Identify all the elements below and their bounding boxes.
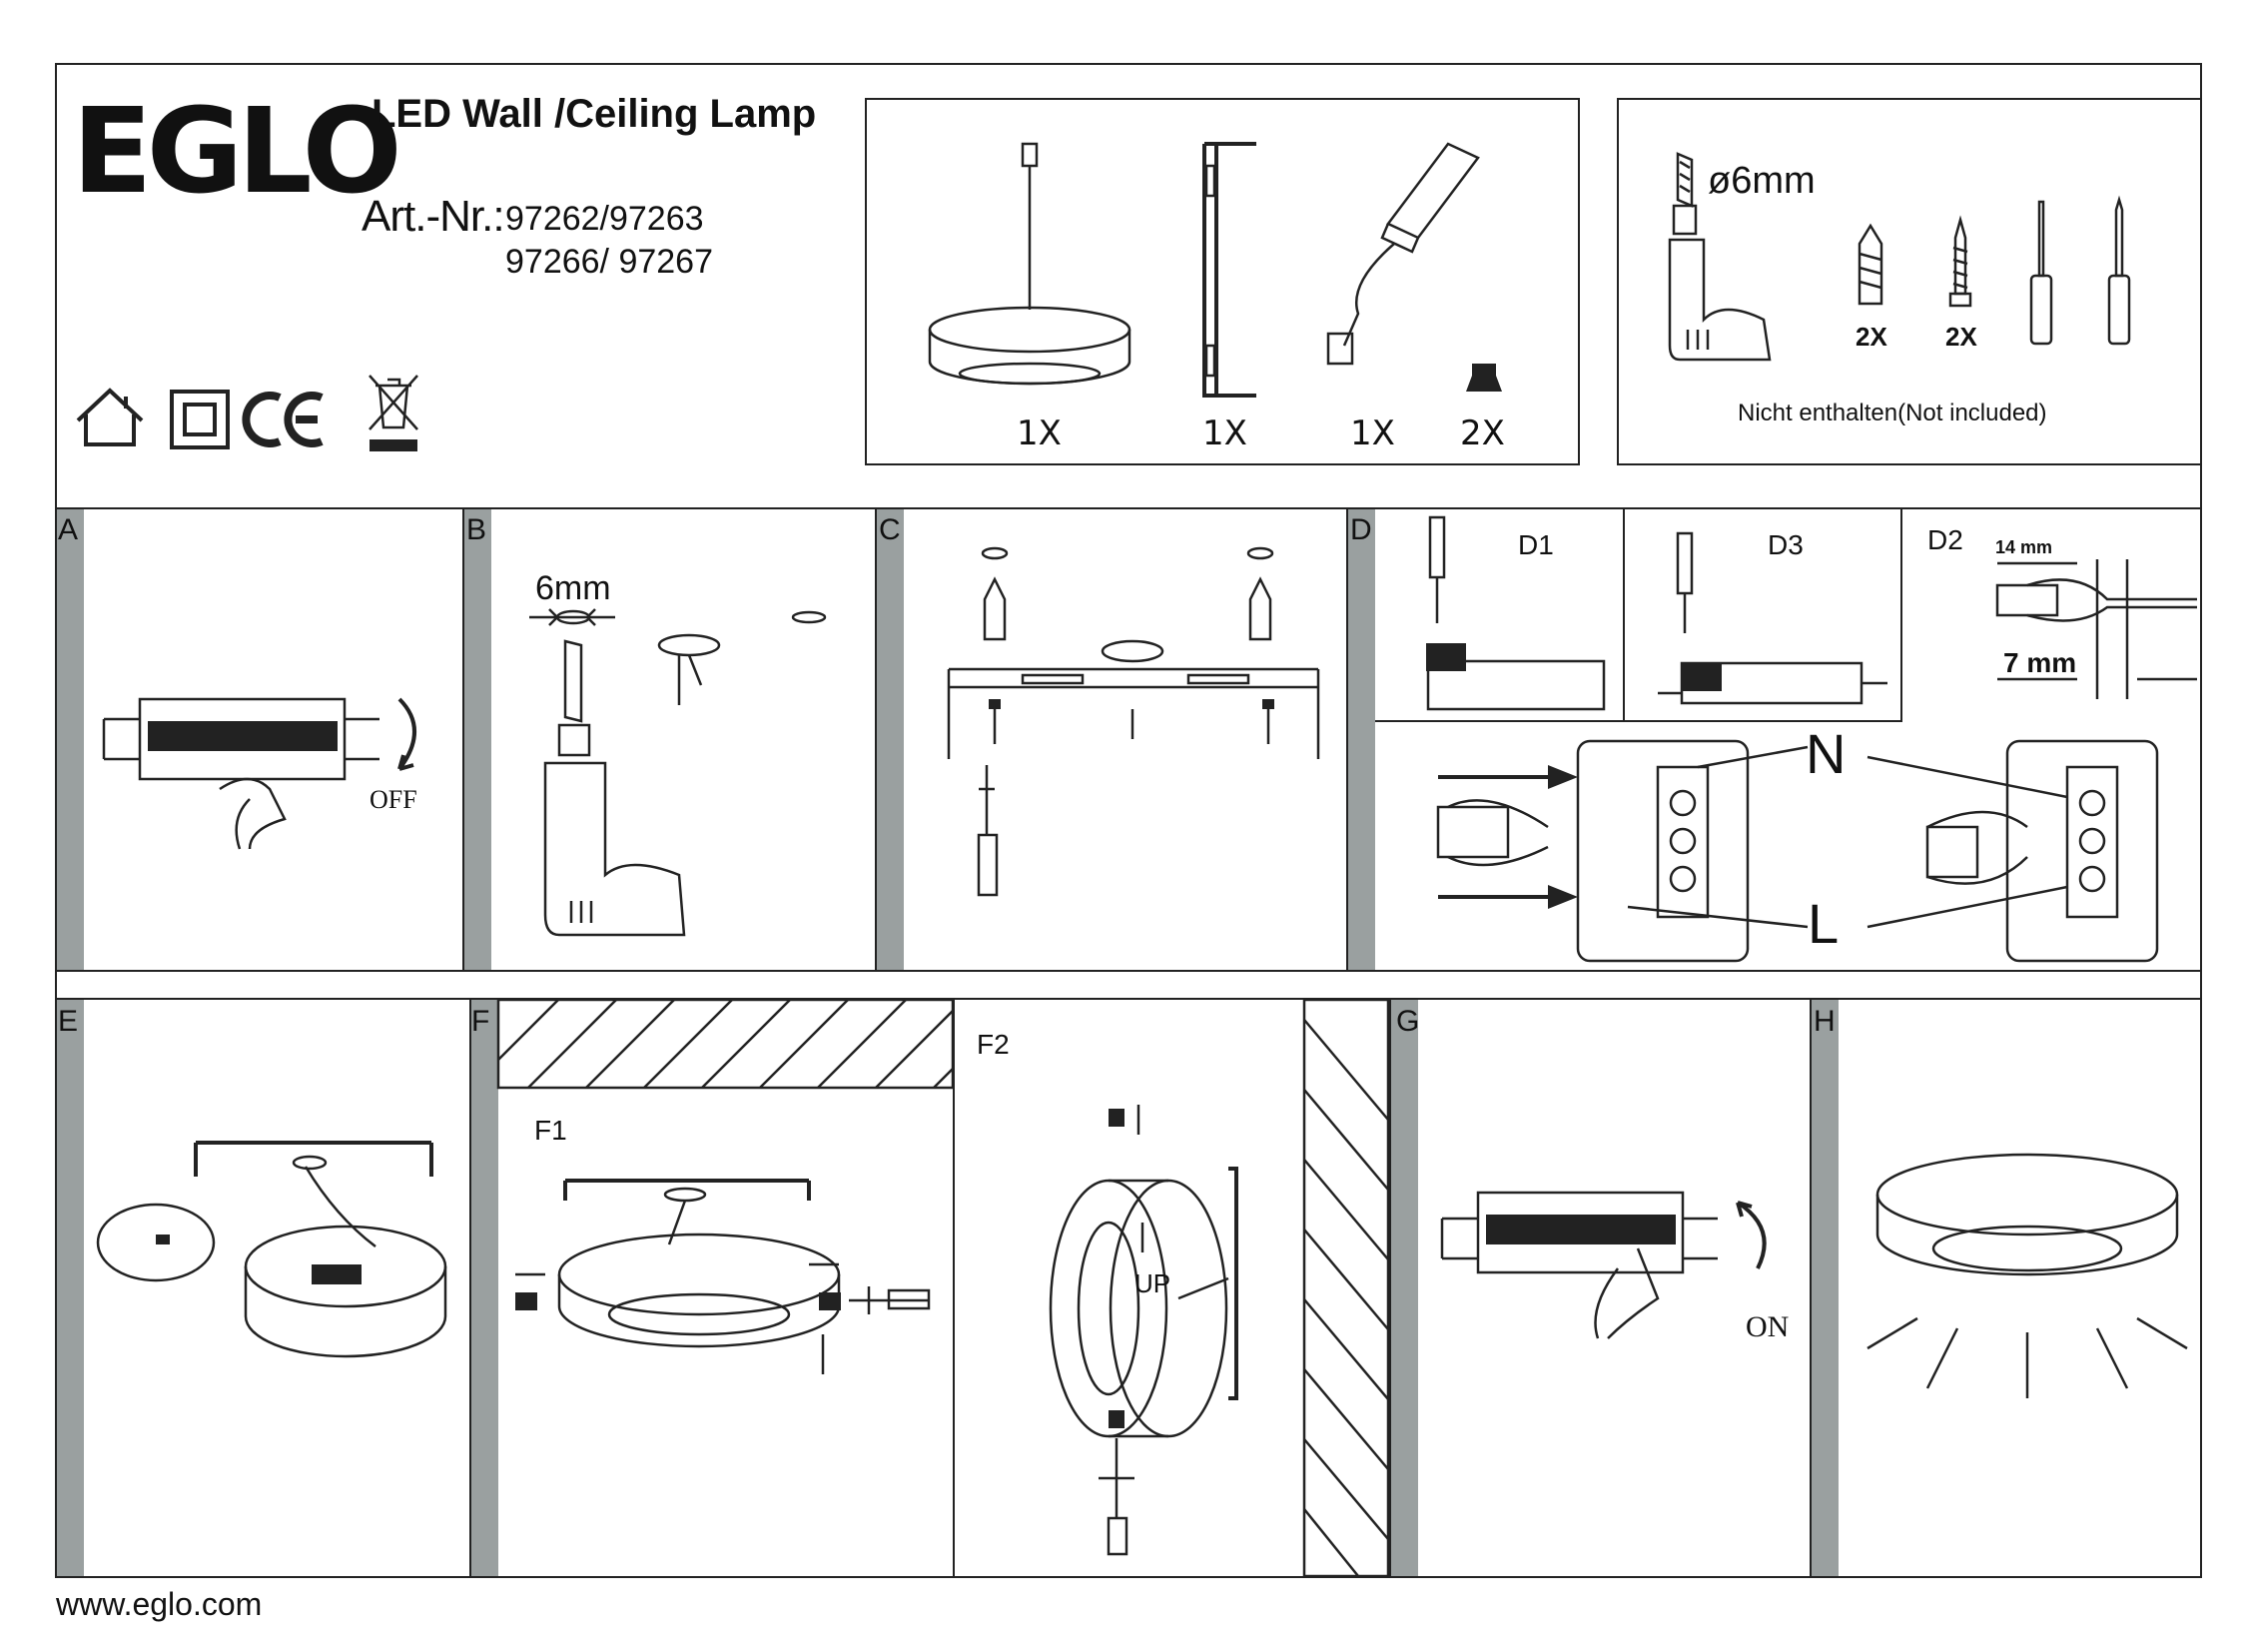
lamp-connect-drawing xyxy=(96,1137,455,1376)
driver-closed-drawing xyxy=(1658,513,1887,718)
step-d1-label: D1 xyxy=(1518,529,1554,560)
step-f-label: F xyxy=(471,1005,490,1038)
phillips-screwdriver-icon xyxy=(2103,200,2135,350)
drill-size: ø6mm xyxy=(1708,160,1816,202)
step-d-label: D xyxy=(1350,513,1372,546)
dowel-qty: 2X xyxy=(1856,322,1887,352)
divider-d-bottom xyxy=(1375,720,1902,722)
divider-d3-d2 xyxy=(1900,509,1902,721)
not-included-note: Nicht enthalten(Not included) xyxy=(1738,400,2047,426)
row-divider-2 xyxy=(55,970,2202,972)
drill-drawing xyxy=(1664,150,1784,365)
mounting-bracket-drawing xyxy=(1198,136,1268,406)
wall-dowel-drawing xyxy=(1856,224,1885,310)
step-c-strip xyxy=(877,509,904,970)
step-d3-label: D3 xyxy=(1768,529,1804,560)
divider-ef xyxy=(469,1000,471,1576)
row-divider-1 xyxy=(55,507,2202,509)
wood-screw-drawing xyxy=(1945,218,1975,310)
brand-logo: EGLO xyxy=(72,82,402,220)
wire-strip-drawing xyxy=(1997,559,2202,699)
step-a-strip xyxy=(57,509,84,970)
art-label: Art.-Nr.: xyxy=(362,192,505,241)
art-numbers-line1: 97262/97263 xyxy=(505,200,704,238)
row-divider-3 xyxy=(55,998,2202,1000)
step-a-label: A xyxy=(58,513,79,546)
step-d-strip xyxy=(1348,509,1375,970)
on-text: ON xyxy=(1746,1310,1790,1343)
wall-hatch xyxy=(1298,1000,1388,1576)
divider-bc xyxy=(875,509,877,970)
step-e-label: E xyxy=(58,1005,79,1038)
ceiling-hatch xyxy=(498,1000,953,1088)
step-f2-label: F2 xyxy=(977,1029,1010,1060)
flat-screwdriver-icon xyxy=(2025,200,2057,350)
lamp-lit-drawing xyxy=(1858,1149,2197,1428)
drill-dimension: 6mm xyxy=(535,569,611,607)
protection-class-ii-icon xyxy=(170,390,230,449)
ce-mark-icon xyxy=(246,390,326,449)
off-text: OFF xyxy=(370,785,417,814)
divider-cd xyxy=(1346,509,1348,970)
step-g-label: G xyxy=(1396,1005,1420,1038)
divider-f2-g xyxy=(1389,1000,1391,1576)
step-g-strip xyxy=(1391,1000,1418,1576)
terminal-wiring-drawing xyxy=(1428,727,2207,972)
divider-gh xyxy=(1810,1000,1812,1576)
step-d2-label: D2 xyxy=(1927,524,1963,555)
driver-qty: 1X xyxy=(1350,413,1395,453)
indoor-house-icon xyxy=(74,385,146,448)
neutral-label: N xyxy=(1806,722,1847,785)
divider-f-f2 xyxy=(953,1000,955,1576)
screw-drawing xyxy=(1466,364,1502,392)
wall-mount-drawing xyxy=(1039,1099,1288,1558)
step-e-strip xyxy=(57,1000,84,1576)
driver-open-drawing xyxy=(1426,513,1618,718)
tools-box xyxy=(1617,98,2202,465)
bracket-qty: 1X xyxy=(1202,413,1247,453)
screw-tool-qty: 2X xyxy=(1945,322,1977,352)
lamp-with-cable-drawing xyxy=(904,140,1123,395)
led-driver-drawing xyxy=(1308,134,1488,374)
art-numbers-line2: 97266/ 97267 xyxy=(505,243,713,281)
ceiling-mount-drawing xyxy=(515,1175,949,1384)
screw-qty: 2X xyxy=(1460,413,1505,453)
strip-length-2: 7 mm xyxy=(2003,647,2077,678)
parts-box xyxy=(865,98,1580,465)
step-h-label: H xyxy=(1814,1005,1836,1038)
website-url[interactable]: www.eglo.com xyxy=(56,1586,263,1622)
step-f-strip xyxy=(471,1000,498,1576)
drilling-drawing xyxy=(529,605,849,945)
breaker-on-drawing xyxy=(1438,1189,1798,1358)
divider-ab xyxy=(462,509,464,970)
weee-bin-icon xyxy=(366,372,421,451)
divider-d1-d3 xyxy=(1623,509,1625,721)
up-text: UP xyxy=(1134,1268,1171,1298)
step-b-strip xyxy=(464,509,491,970)
live-label: L xyxy=(1808,892,1840,955)
strip-length-1: 14 mm xyxy=(1995,537,2053,557)
step-b-label: B xyxy=(466,513,487,546)
step-f1-label: F1 xyxy=(534,1115,567,1146)
step-c-label: C xyxy=(879,513,901,546)
lamp-qty: 1X xyxy=(1017,413,1062,453)
step-h-strip xyxy=(1812,1000,1839,1576)
breaker-off-drawing xyxy=(100,679,439,849)
sheet-frame xyxy=(55,63,2202,1578)
product-title: LED Wall /Ceiling Lamp xyxy=(372,92,817,136)
bracket-mounting-drawing xyxy=(939,539,1338,909)
